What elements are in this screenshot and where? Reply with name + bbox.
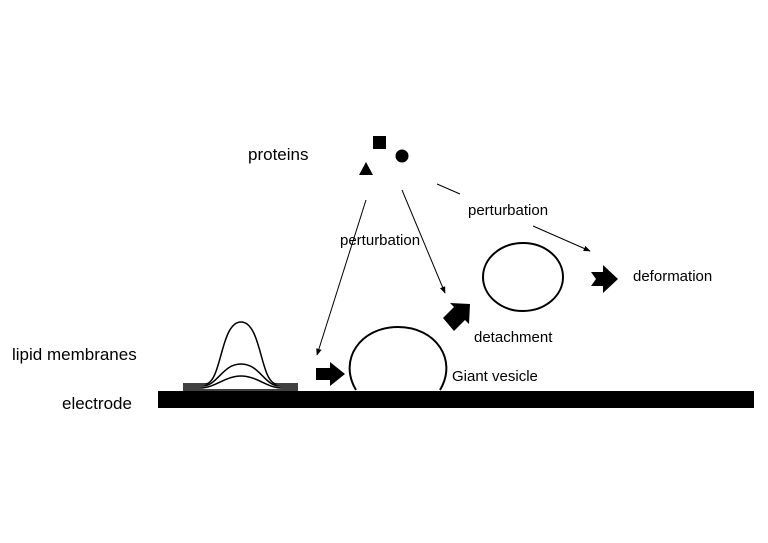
arrow-to-bilayer: [316, 199, 367, 356]
detachment-arrow-icon: [443, 303, 470, 331]
perturbation-label-right: perturbation: [468, 202, 548, 219]
lipid-membranes-label: lipid membranes: [12, 345, 137, 364]
giant-vesicle-label: Giant vesicle: [452, 368, 538, 385]
protein-square-icon: [373, 136, 386, 149]
arrow-to-deformed-segment-1: [436, 183, 461, 195]
deformation-arrow-icon: [591, 265, 618, 293]
protein-triangle-icon: [359, 162, 373, 175]
electrode-bar: [158, 391, 754, 408]
perturbation-label-left: perturbation: [340, 232, 420, 249]
detachment-label: detachment: [474, 329, 553, 346]
block-arrow-icon: [316, 362, 345, 386]
lipid-membranes-stack: [183, 321, 298, 391]
protein-circle-icon: [395, 149, 409, 163]
electrode-label: electrode: [62, 394, 132, 413]
deformation-label: deformation: [633, 268, 712, 285]
proteins-label: proteins: [248, 145, 308, 164]
arrow-to-deformed-segment-2: [532, 225, 591, 252]
detached-vesicle: [482, 242, 564, 312]
arrow-to-giant-vesicle: [401, 189, 446, 294]
giant-vesicle-attached: [348, 325, 448, 391]
